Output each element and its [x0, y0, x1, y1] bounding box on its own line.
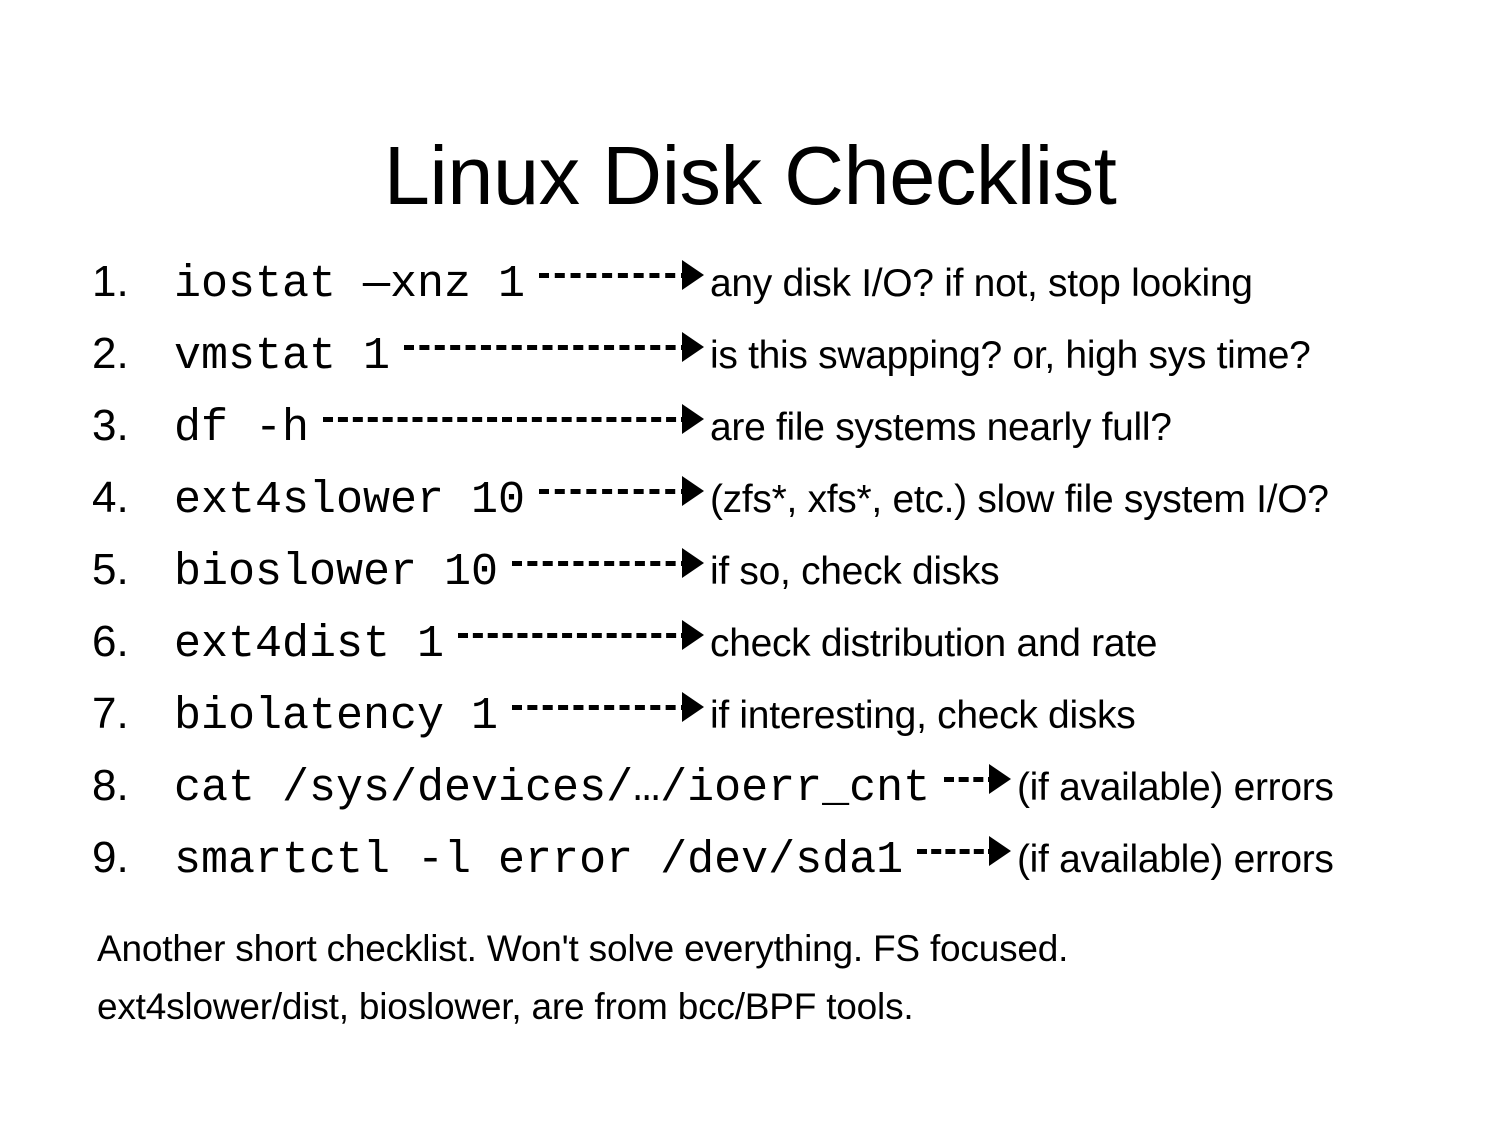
footer-note-line-1: Another short checklist. Won't solve eve…: [97, 928, 1069, 969]
dashed-arrow-right-icon: [539, 456, 704, 512]
list-item-command-group: 5. bioslower 10: [92, 528, 710, 601]
list-item-command: ext4dist 1: [174, 619, 445, 670]
list-item-description: any disk I/O? if not, stop looking: [710, 262, 1253, 305]
list-item-command-group: 8. cat /sys/devices/…/ioerr_cnt: [92, 744, 1017, 817]
list-item-description: (if available) errors: [1017, 766, 1334, 809]
list-item-command-group: 2. vmstat 1: [92, 312, 710, 385]
list-item-command: vmstat 1: [174, 331, 391, 382]
list-item: 8. cat /sys/devices/…/ioerr_cnt (if avai…: [92, 744, 1472, 816]
list-item-number: 4.: [92, 473, 129, 522]
list-item-number: 8.: [92, 761, 129, 810]
list-item-command-group: 3. df -h: [92, 384, 710, 457]
list-item-description: (zfs*, xfs*, etc.) slow file system I/O?: [710, 478, 1329, 521]
dashed-arrow-right-icon: [539, 240, 704, 296]
list-item-description: if so, check disks: [710, 550, 1000, 593]
list-item: 7. biolatency 1 if interesting, check di…: [92, 672, 1472, 744]
footer-note-line-2: ext4slower/dist, bioslower, are from bcc…: [97, 986, 914, 1027]
list-item-command-group: 9. smartctl -l error /dev/sda1: [92, 816, 1017, 889]
list-item-description: is this swapping? or, high sys time?: [710, 334, 1311, 377]
list-item-command: ext4slower 10: [174, 475, 526, 526]
list-item: 3. df -h are file systems nearly full?: [92, 384, 1472, 456]
dashed-arrow-right-icon: [917, 816, 1011, 872]
list-item-number: 2.: [92, 329, 129, 378]
page-title: Linux Disk Checklist: [383, 128, 1117, 222]
dashed-arrow-right-icon: [323, 384, 704, 440]
list-item-description: check distribution and rate: [710, 622, 1158, 665]
list-item: 5. bioslower 10 if so, check disks: [92, 528, 1472, 600]
list-item: 9. smartctl -l error /dev/sda1 (if avail…: [92, 816, 1472, 888]
list-item-command: bioslower 10: [174, 547, 499, 598]
list-item-number: 9.: [92, 833, 129, 882]
list-item-command: smartctl -l error /dev/sda1: [174, 835, 904, 886]
footer-note: Another short checklist. Won't solve eve…: [97, 920, 1397, 1036]
list-item-number: 3.: [92, 401, 129, 450]
list-item-description: (if available) errors: [1017, 838, 1334, 881]
list-item-number: 6.: [92, 617, 129, 666]
list-item-command-group: 7. biolatency 1: [92, 672, 710, 745]
list-item-command: iostat —xnz 1: [174, 259, 526, 310]
list-item-description: are file systems nearly full?: [710, 406, 1172, 449]
list-item-command: cat /sys/devices/…/ioerr_cnt: [174, 763, 931, 814]
list-item: 2. vmstat 1 is this swapping? or, high s…: [92, 312, 1472, 384]
list-item: 6. ext4dist 1 check distribution and rat…: [92, 600, 1472, 672]
list-item-command-group: 4. ext4slower 10: [92, 456, 710, 529]
list-item-description: if interesting, check disks: [710, 694, 1136, 737]
dashed-arrow-right-icon: [404, 312, 704, 368]
dashed-arrow-right-icon: [512, 528, 704, 584]
dashed-arrow-right-icon: [512, 672, 704, 728]
list-item-command-group: 1. iostat —xnz 1: [92, 240, 710, 313]
dashed-arrow-right-icon: [458, 600, 704, 656]
list-item-command: df -h: [174, 403, 310, 454]
checklist: 1. iostat —xnz 1 any disk I/O? if not, s…: [92, 240, 1472, 888]
list-item-number: 7.: [92, 689, 129, 738]
list-item-number: 5.: [92, 545, 129, 594]
dashed-arrow-right-icon: [944, 744, 1011, 800]
list-item-number: 1.: [92, 257, 129, 306]
list-item-command: biolatency 1: [174, 691, 499, 742]
list-item: 4. ext4slower 10 (zfs*, xfs*, etc.) slow…: [92, 456, 1472, 528]
list-item-command-group: 6. ext4dist 1: [92, 600, 710, 673]
list-item: 1. iostat —xnz 1 any disk I/O? if not, s…: [92, 240, 1472, 312]
